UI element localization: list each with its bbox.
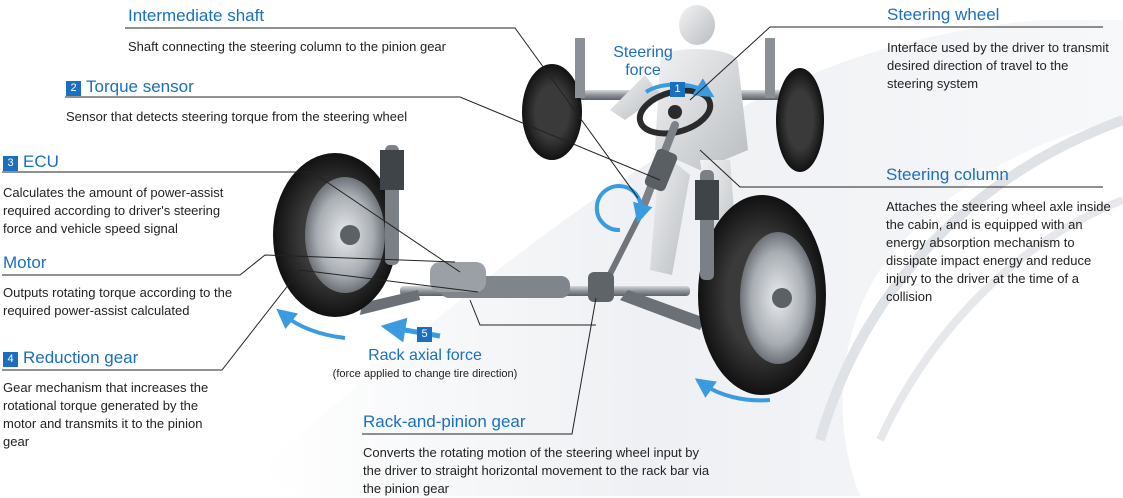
right-tire-arrow [694, 378, 771, 403]
lower-control-arm [360, 290, 420, 315]
intermediate-shaft-desc: Shaft connecting the steering column to … [128, 39, 446, 54]
reduction-gear-title: Reduction gear [23, 348, 139, 367]
leader-intermediate-shaft [125, 27, 639, 199]
left-tire-arrow [276, 308, 346, 340]
ecu-desc: Calculates the amount of power-assist re… [3, 185, 224, 236]
leader-motor [2, 254, 456, 276]
intermediate-shaft-rod [603, 212, 643, 285]
front-right-hub [772, 288, 792, 308]
pinion-housing [588, 272, 614, 302]
leader-rack-and-pinion [362, 297, 597, 435]
rear-left-tire [522, 64, 582, 160]
label-reduction-gear: 4 Reduction gear Gear mechanism that incr… [3, 348, 223, 451]
label-steering-wheel: Steering wheel Interface used by the dri… [887, 5, 1112, 93]
label-torque-sensor: 2 Torque sensor Sensor that detects steer… [66, 77, 466, 126]
steering-force-line2: force [625, 62, 661, 79]
intermediate-shaft-title: Intermediate shaft [128, 6, 265, 25]
column-housing [644, 148, 678, 192]
torque-sensor-desc: Sensor that detects steering torque from… [66, 109, 408, 124]
motor-desc: Outputs rotating torque according to the… [3, 285, 233, 318]
rack-and-pinion-title: Rack-and-pinion gear [363, 412, 526, 431]
leader-ecu [2, 171, 461, 273]
label-rack-axial-force: Rack axial force (force applied to chang… [300, 347, 550, 381]
rack-and-pinion-desc: Converts the rotating motion of the stee… [363, 445, 710, 496]
leader-steering-wheel [689, 26, 1103, 101]
steering-wheel-desc: Interface used by the driver to transmit… [887, 40, 1109, 91]
eps-motor [430, 262, 486, 292]
road-line [815, 115, 1123, 442]
ecu-number: 3 [3, 156, 18, 171]
steering-force-line1: Steering [613, 44, 673, 61]
rack-axial-force-number: 5 [417, 327, 432, 342]
leader-steering-column [699, 149, 1103, 188]
label-steering-force: Steering force [600, 44, 686, 80]
motor-title: Motor [3, 253, 47, 272]
torque-sensor-number: 2 [66, 81, 81, 96]
label-ecu: 3 ECU Calculates the amount of power-assi… [3, 152, 248, 238]
rack-axial-force-subtitle: (force applied to change tire direction) [332, 368, 518, 380]
torque-sensor-title: Torque sensor [86, 77, 194, 96]
label-motor: Motor Outputs rotating torque according … [3, 253, 243, 320]
steering-wheel-hub [668, 105, 682, 119]
rack-force-arrow [380, 317, 441, 343]
label-intermediate-shaft: Intermediate shaft Shaft connecting the … [128, 6, 518, 56]
label-steering-column: Steering column Attaches the steering wh… [886, 165, 1118, 306]
leader-reduction-gear [2, 269, 479, 371]
rear-spring [575, 38, 585, 98]
leader-torque-sensor [65, 96, 661, 181]
steering-wheel-title: Steering wheel [887, 5, 1000, 24]
ecu-title: ECU [23, 152, 59, 171]
rear-spring [765, 38, 775, 98]
road-sweep [260, 20, 1123, 496]
front-left-spring [380, 150, 404, 190]
rear-right-tire [776, 68, 824, 172]
front-right-spring [695, 180, 719, 220]
road-line [876, 196, 1123, 442]
steering-wheel-rim [636, 87, 714, 137]
reduction-gear-number: 4 [3, 352, 18, 367]
label-rack-and-pinion: Rack-and-pinion gear Converts the rotati… [363, 412, 718, 498]
steering-column-title: Steering column [886, 165, 1009, 184]
leader-rack-pinion-bar [469, 299, 596, 326]
reduction-gear-desc: Gear mechanism that increases the rotati… [3, 380, 209, 449]
shaft-rotation-arrow [594, 184, 653, 233]
steering-force-number: 1 [670, 82, 685, 97]
rack-axial-force-title: Rack axial force [368, 347, 482, 364]
steering-column-desc: Attaches the steering wheel axle inside … [886, 199, 1111, 304]
lower-control-arm [620, 290, 705, 330]
front-left-hub [340, 225, 360, 245]
